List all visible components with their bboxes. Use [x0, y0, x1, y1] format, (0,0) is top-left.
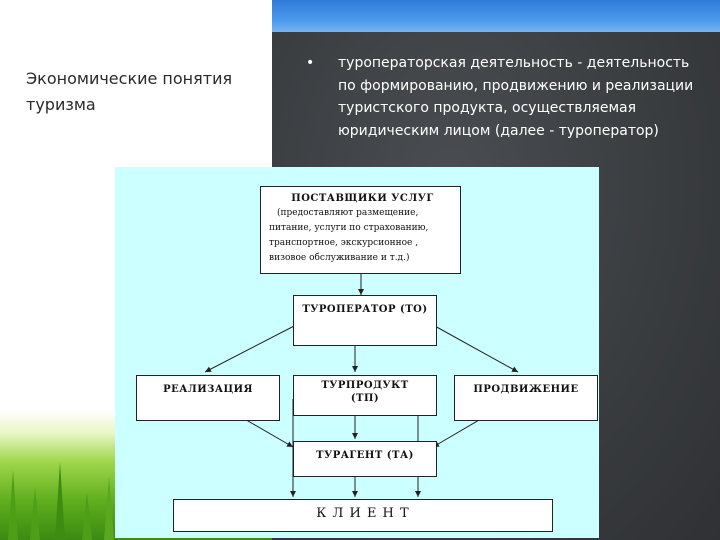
arrow-operator-to-realization: [205, 325, 296, 372]
tour-agent-box: ТУРАГЕНТ (ТА): [293, 441, 437, 477]
arrow-operator-to-promotion: [433, 325, 518, 372]
tour-operator-label: ТУРОПЕРАТОР (ТО): [294, 304, 436, 315]
suppliers-line-2: питание, услуги по страхованию,: [269, 221, 456, 236]
suppliers-line-3: транспортное, экскурсионное ,: [269, 236, 456, 251]
tour-product-label-2: (ТП): [294, 393, 436, 404]
realization-box: РЕАЛИЗАЦИЯ: [136, 375, 280, 421]
top-accent-bar: [272, 0, 720, 32]
suppliers-box: ПОСТАВЩИКИ УСЛУГ (предоставляют размещен…: [260, 186, 461, 274]
client-label: К Л И Е Н Т: [174, 506, 552, 521]
tour-operator-box: ТУРОПЕРАТОР (ТО): [293, 295, 437, 346]
suppliers-title: ПОСТАВЩИКИ УСЛУГ: [269, 193, 456, 204]
slide-title: Экономические понятия туризма: [26, 66, 256, 118]
tour-product-box: ТУРПРОДУКТ (ТП): [293, 375, 437, 416]
tour-product-label-1: ТУРПРОДУКТ: [294, 380, 436, 391]
promotion-label: ПРОДВИЖЕНИЕ: [455, 384, 597, 395]
tour-operator-diagram: ПОСТАВЩИКИ УСЛУГ (предоставляют размещен…: [115, 167, 599, 538]
suppliers-line-4: визовое обслуживание и т.д.): [269, 251, 456, 266]
realization-label: РЕАЛИЗАЦИЯ: [137, 384, 279, 395]
promotion-box: ПРОДВИЖЕНИЕ: [454, 375, 598, 421]
tour-agent-label: ТУРАГЕНТ (ТА): [294, 450, 436, 461]
client-box: К Л И Е Н Т: [173, 499, 553, 532]
bullet-text: туроператорская деятельность - деятельно…: [312, 52, 702, 142]
bullet-text-block: туроператорская деятельность - деятельно…: [312, 52, 702, 142]
suppliers-line-1: (предоставляют размещение,: [269, 206, 456, 221]
